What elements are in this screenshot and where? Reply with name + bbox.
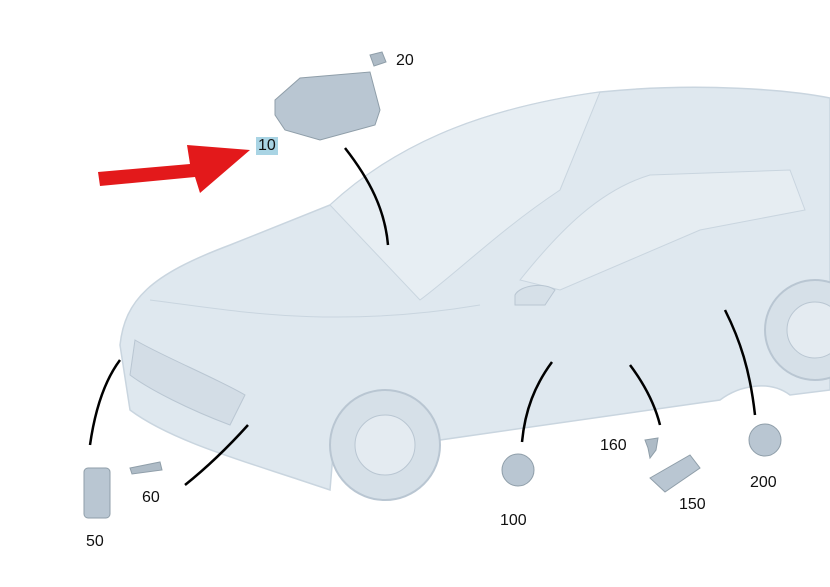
car-illustration xyxy=(119,86,830,501)
hood-line xyxy=(149,299,481,318)
leader-50 xyxy=(88,359,122,446)
grille xyxy=(129,339,246,426)
part-label-10[interactable]: 10 xyxy=(256,137,278,155)
side-windows xyxy=(519,169,806,291)
part-label-50[interactable]: 50 xyxy=(86,533,104,550)
leader-200 xyxy=(723,309,757,416)
horn-part-100 xyxy=(501,453,535,487)
bracket-part-150 xyxy=(649,454,701,493)
nut-part xyxy=(369,51,387,67)
bolt-part-60 xyxy=(129,461,163,475)
part-label-100[interactable]: 100 xyxy=(500,512,527,529)
leader-60 xyxy=(184,424,249,486)
front-rim xyxy=(354,414,416,476)
bolt-part-160 xyxy=(644,437,659,460)
leader-100 xyxy=(520,361,554,443)
part-label-20[interactable]: 20 xyxy=(396,52,414,69)
red-pointer-arrow xyxy=(98,145,250,193)
part-label-200[interactable]: 200 xyxy=(750,474,777,491)
leader-10 xyxy=(344,147,390,246)
part-label-60[interactable]: 60 xyxy=(142,489,160,506)
part-label-160[interactable]: 160 xyxy=(600,437,627,454)
sensor-part-50 xyxy=(83,467,111,519)
mirror xyxy=(514,284,556,306)
leader-150 xyxy=(628,364,662,426)
leader-arrows xyxy=(88,147,757,486)
windshield xyxy=(329,91,601,301)
rear-rim xyxy=(786,301,830,359)
control-unit-part xyxy=(274,71,381,141)
horn-part-200 xyxy=(748,423,782,457)
part-label-150[interactable]: 150 xyxy=(679,496,706,513)
